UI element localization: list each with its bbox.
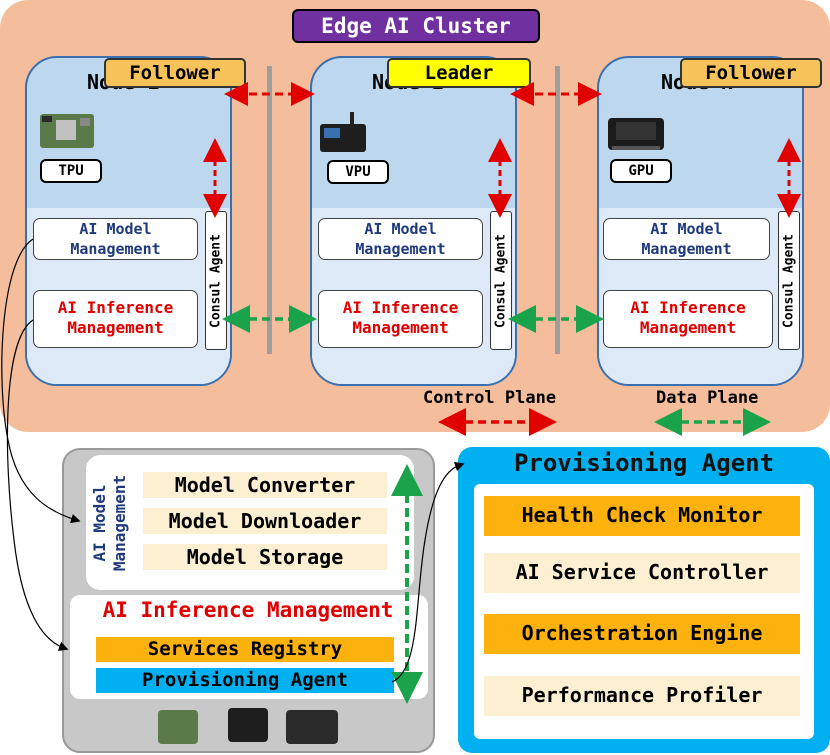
node-2-hardware: VPU	[327, 160, 389, 184]
node-n-hardware: GPU	[610, 159, 672, 183]
divider	[267, 66, 272, 354]
model-storage: Model Storage	[143, 544, 387, 570]
gpu-board-icon	[286, 710, 338, 744]
data-plane-label: Data Plane	[656, 388, 759, 408]
performance-profiler: Performance Profiler	[484, 676, 800, 716]
node-2-role: Leader	[387, 58, 531, 88]
tpu-board-icon	[158, 710, 198, 744]
ai-inference-management-title: AI Inference Management	[102, 598, 394, 622]
services-registry: Services Registry	[96, 637, 394, 662]
health-check-monitor: Health Check Monitor	[484, 496, 800, 536]
divider	[555, 66, 560, 354]
tpu-board-icon	[38, 108, 96, 152]
vpu-device-icon	[318, 112, 368, 156]
control-plane-label: Control Plane	[423, 388, 557, 408]
provisioning-agent-title: Provisioning Agent	[513, 449, 775, 477]
connector-line	[391, 461, 465, 683]
cluster-title: Edge AI Cluster	[292, 9, 540, 43]
node-n-role: Follower	[680, 58, 822, 88]
model-downloader: Model Downloader	[143, 508, 387, 534]
gpu-board-icon	[606, 110, 666, 156]
vpu-device-icon	[228, 708, 268, 742]
connector-line	[6, 319, 69, 651]
node-1-role: Follower	[104, 58, 246, 88]
connector-line	[1, 238, 81, 524]
provisioning-agent-item: Provisioning Agent	[96, 668, 394, 693]
ai-service-controller: AI Service Controller	[484, 553, 800, 593]
orchestration-engine: Orchestration Engine	[484, 614, 800, 654]
node-1-hardware: TPU	[40, 159, 102, 183]
model-converter: Model Converter	[143, 472, 387, 498]
